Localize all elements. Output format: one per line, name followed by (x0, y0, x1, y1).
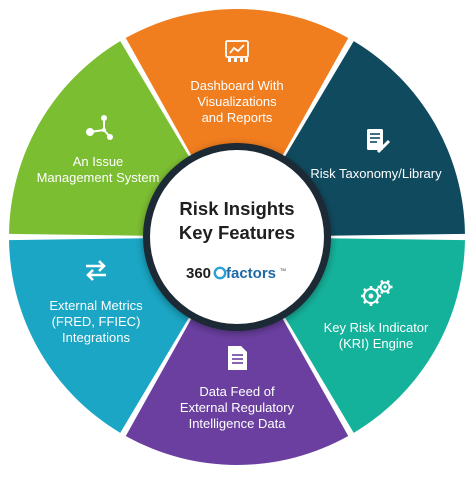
segment-metrics-label-line2: (FRED, FFIEC) (52, 314, 141, 329)
segment-datafeed-label-line2: External Regulatory (180, 400, 295, 415)
gears-icon (361, 279, 393, 306)
hub-inner-disc (150, 150, 324, 324)
center-hub: Risk Insights Key Features 360 factors T… (143, 143, 331, 331)
icons-layer (86, 40, 393, 370)
logo-trademark: TM (280, 267, 286, 272)
hub-title-line2: Key Features (179, 222, 295, 243)
segment-kri (267, 237, 465, 433)
segment-kri-label-line2: (KRI) Engine (339, 336, 413, 351)
swap-arrows-icon (86, 260, 106, 281)
segment-dashboard-label-line1: Dashboard With (190, 78, 283, 93)
segment-dashboard (125, 9, 349, 185)
segment-datafeed (125, 289, 349, 465)
dashboard-chart-icon (225, 40, 249, 62)
segment-kri-label-line1: Key Risk Indicator (324, 320, 429, 335)
document-edit-icon (367, 129, 391, 154)
logo-number: 360 (186, 265, 211, 282)
document-icon (228, 346, 247, 370)
segment-dashboard-label-line2: Visualizations (197, 94, 277, 109)
segment-datafeed-label-line1: Data Feed of (199, 384, 275, 399)
segment-issue-label-line2: Management System (37, 170, 160, 185)
hub-title-line1: Risk Insights (179, 198, 294, 219)
segment-metrics-label-line1: External Metrics (49, 298, 143, 313)
segment-issue-label-line1: An Issue (73, 154, 124, 169)
segment-metrics-label-line3: Integrations (62, 330, 130, 345)
logo-word: factors (226, 265, 276, 282)
network-icon (86, 115, 113, 140)
logo-ring-icon (213, 266, 227, 280)
segment-datafeed-label-line3: Intelligence Data (189, 416, 287, 431)
segment-dashboard-label-line3: and Reports (202, 110, 273, 125)
segment-taxonomy (267, 41, 465, 237)
company-logo: 360 factors TM (186, 265, 286, 282)
segment-taxonomy-label-line1: Risk Taxonomy/Library (310, 166, 442, 181)
segment-metrics (9, 237, 207, 433)
